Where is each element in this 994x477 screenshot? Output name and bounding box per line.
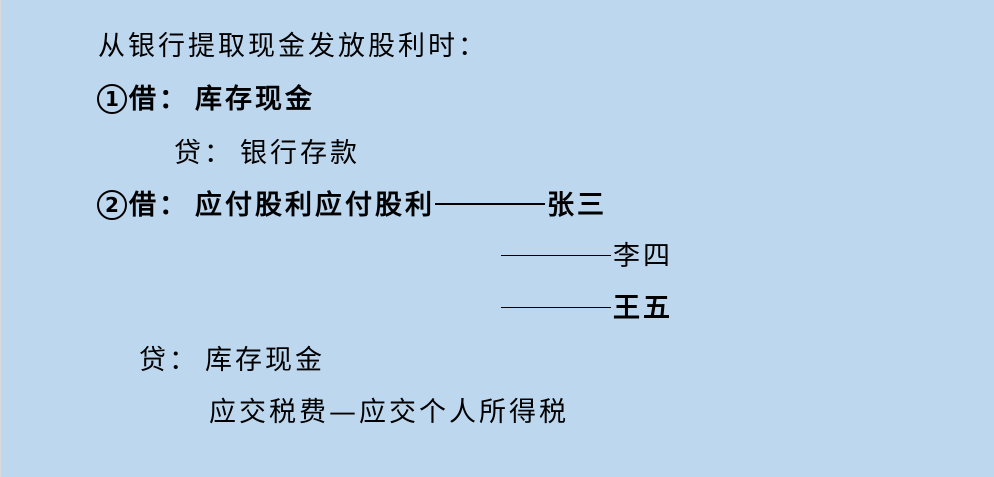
entry2-sub-line-2: 李四 — [501, 240, 673, 274]
subaccount-dash — [501, 255, 611, 256]
circled-number-1: 1 — [97, 84, 127, 114]
entry2-credit-label: 贷： — [139, 345, 199, 376]
entry1-credit-line: 贷：银行存款 — [174, 137, 360, 171]
subaccount-dash — [501, 307, 611, 308]
entry2-debit-account: 应付股利应付股利 — [195, 190, 435, 221]
entry1-debit-account: 库存现金 — [195, 84, 315, 115]
entry2-debit-label: 借： — [129, 190, 189, 221]
entry2-credit-line: 贷：库存现金 — [139, 344, 325, 378]
heading-text: 从银行提取现金发放股利时： — [98, 31, 488, 62]
circled-number-2: 2 — [97, 190, 127, 220]
entry2-credit-account-1: 库存现金 — [205, 345, 325, 376]
entry1-debit-label: 借： — [129, 84, 189, 115]
subaccount-dash — [435, 203, 545, 205]
entry1-credit-account: 银行存款 — [240, 138, 360, 169]
entry2-sub-line-3: 王五 — [501, 292, 673, 326]
entry2-sub-account-2: 李四 — [613, 241, 673, 272]
entry2-sub-account-3: 王五 — [613, 293, 673, 324]
entry2-credit-line-2: 应交税费—应交个人所得税 — [209, 396, 569, 430]
heading: 从银行提取现金发放股利时： — [98, 30, 488, 64]
entry2-credit-account-2: 应交税费—应交个人所得税 — [209, 397, 569, 428]
entry1-credit-label: 贷： — [174, 138, 234, 169]
entry2-sub-account-1: 张三 — [547, 190, 607, 221]
